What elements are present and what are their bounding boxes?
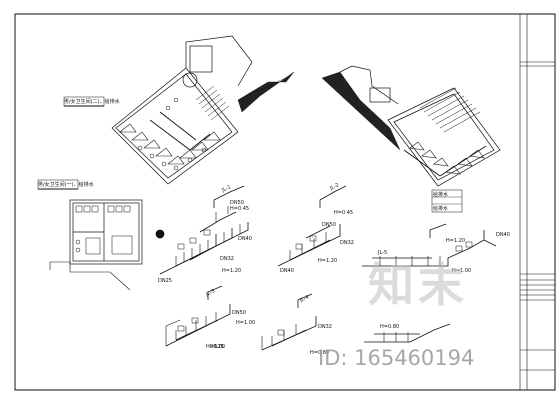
label-pipe-b: DN40 xyxy=(238,236,252,242)
label-elev-6: H=0.80 xyxy=(380,324,400,330)
label-elev-10: H=1.00 xyxy=(236,320,256,326)
label-pipe-c: DN32 xyxy=(220,256,234,262)
riser-diagrams xyxy=(159,185,497,351)
plan-toilet-3 xyxy=(321,65,501,213)
label-pipe-d: DN25 xyxy=(158,278,172,284)
label-elev-3: H=1.00 xyxy=(206,344,226,350)
label-elev-8: H=0.45 xyxy=(334,210,354,216)
label-elev-2: H=1.20 xyxy=(318,258,338,264)
label-plan-toilet-2: 男/女卫生间(二)、给排水 xyxy=(64,99,120,105)
label-elev-4: H=0.80 xyxy=(310,350,330,356)
watermark-id: ID: 165460194 xyxy=(318,346,475,370)
label-pipe-e: DN50 xyxy=(322,222,336,228)
label-plan-toilet-1: 男/女卫生间(一)、给排水 xyxy=(38,182,94,188)
plan-toilet-1 xyxy=(37,179,165,291)
label-elev-7: H=0.45 xyxy=(230,206,250,212)
label-elev-5: H=1.00 xyxy=(452,268,472,274)
label-pipe-h: DN25 xyxy=(210,344,224,350)
label-pipe-g: DN40 xyxy=(280,268,294,274)
drawing-border xyxy=(14,13,556,391)
plan-toilet-2 xyxy=(63,35,295,185)
title-block xyxy=(519,14,555,390)
label-pipe-f: DN32 xyxy=(340,240,354,246)
label-elev-1: H=1.20 xyxy=(222,268,242,274)
label-plan-right-b: 给排水 xyxy=(433,206,449,212)
label-pipe-j: DN32 xyxy=(318,324,332,330)
label-pipe-i: DN50 xyxy=(232,310,246,316)
label-pipe-k: DN40 xyxy=(496,232,510,238)
label-riser-right: JL-5 xyxy=(378,250,388,256)
label-plan-right-a: 给排水 xyxy=(433,192,449,198)
label-elev-9: H=1.20 xyxy=(446,238,466,244)
label-pipe-a: DN50 xyxy=(230,200,244,206)
